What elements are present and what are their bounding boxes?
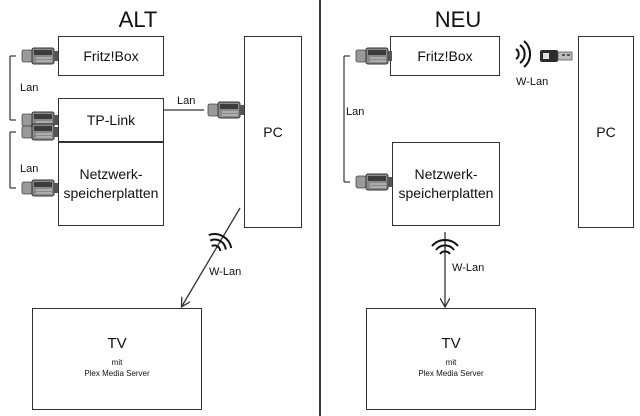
alt-tv-label: TV [107,335,127,352]
alt-tv-sub: mit Plex Media Server [84,358,150,378]
ethernet-plug-icon [355,173,393,191]
neu-fritzbox-label: Fritz!Box [417,47,473,64]
alt-fritzbox-label: Fritz!Box [83,47,139,64]
ethernet-plug-icon [21,179,59,197]
neu-tv-sub: mit Plex Media Server [418,358,484,378]
alt-nas-box: Netzwerk- speicherplatten [58,142,164,226]
alt-panel: ALT Fritz!Box TP-Link Netzwerk- speicher… [9,7,302,416]
neu-tv-box: TV mit Plex Media Server [366,308,536,410]
neu-connections [343,40,573,416]
ethernet-plug-icon [21,47,59,65]
alt-tv-box: TV mit Plex Media Server [32,308,202,410]
wifi-signal-icon [431,239,459,255]
neu-wlan-label-tv: W-Lan [452,262,485,274]
panel-divider [319,0,321,416]
neu-lan-label: Lan [346,106,365,118]
neu-wlan-label-pc: W-Lan [516,76,549,88]
alt-wlan-label: W-Lan [209,266,242,278]
alt-tplink-label: TP-Link [86,111,136,128]
wifi-signal-icon [515,40,531,68]
wifi-signal-icon [208,233,233,252]
alt-fritzbox-box: Fritz!Box [58,36,164,76]
neu-nas-label: Netzwerk- speicherplatten [398,166,494,201]
alt-nas-label: Netzwerk- speicherplatten [63,166,159,201]
alt-tplink-box: TP-Link [58,98,164,142]
neu-nas-box: Netzwerk- speicherplatten [392,142,500,226]
alt-pc-box: PC [244,36,302,228]
wlan-usb-stick-icon [540,50,573,62]
alt-lan-label-1: Lan [20,82,39,94]
ethernet-plug-icon [207,101,245,119]
alt-lan-label-pc: Lan [177,95,196,107]
alt-wlan-arrow [182,207,241,306]
neu-panel: NEU Fritz!Box Netzwerk- speicherplatten … [320,0,640,416]
neu-tv-label: TV [441,335,461,352]
neu-pc-label: PC [596,123,616,140]
alt-connections [9,47,245,416]
neu-title: NEU [434,7,482,32]
ethernet-plug-icon [21,123,59,141]
alt-lan-label-2: Lan [20,163,39,175]
alt-pc-label: PC [263,123,283,140]
ethernet-plug-icon [355,47,393,65]
neu-pc-box: PC [578,36,634,228]
alt-title: ALT [118,7,158,32]
